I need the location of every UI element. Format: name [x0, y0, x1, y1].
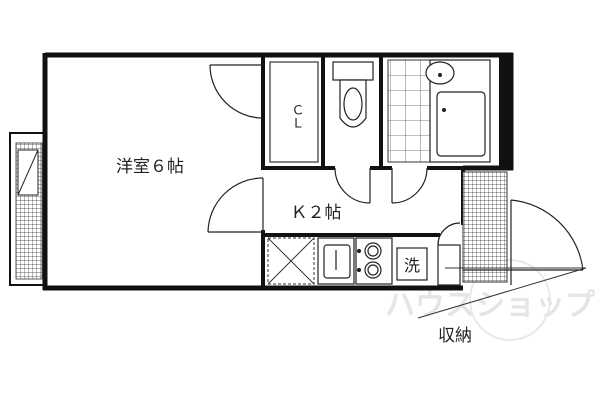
storage-label: 収納	[438, 326, 472, 346]
entrance-door	[463, 199, 584, 285]
toilet	[332, 61, 374, 128]
storage-pointer	[417, 267, 587, 319]
washer-label: 洗	[404, 256, 420, 275]
interior-walls	[261, 55, 465, 288]
western-room-label: 洋室６帖	[116, 157, 184, 177]
genkan-tiles	[462, 171, 508, 283]
storage-closet	[437, 222, 461, 286]
watermark-text: ハウスショップ	[385, 288, 596, 323]
washer-space: 洗	[396, 247, 428, 281]
toilet-door	[334, 167, 371, 204]
closet-label: ＣＬ	[289, 103, 304, 129]
bathroom	[387, 59, 491, 163]
wall-column	[499, 55, 512, 170]
stove	[355, 237, 393, 285]
balcony	[9, 132, 47, 286]
room-door-top	[209, 64, 264, 119]
closet: ＣＬ	[269, 61, 319, 163]
bath-door	[391, 167, 428, 204]
fridge-space	[267, 237, 315, 285]
kitchen-label: Ｋ２帖	[291, 203, 342, 223]
kitchen-sink	[317, 237, 355, 285]
room-door-kitchen	[207, 177, 264, 233]
